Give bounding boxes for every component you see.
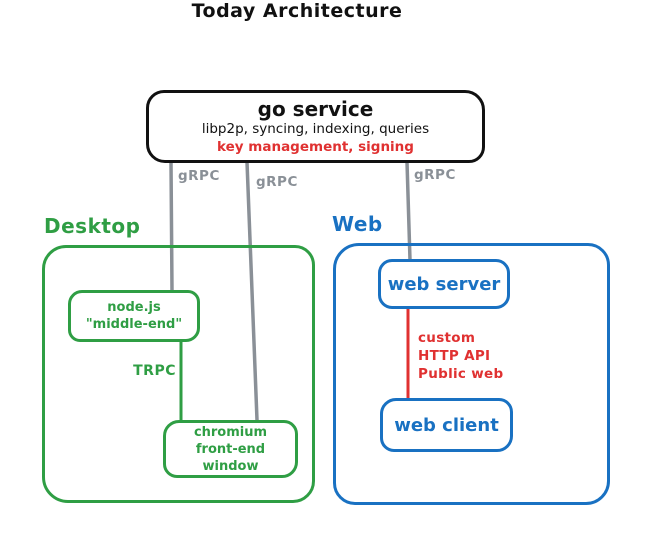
chromium-box-line-1: chromium (193, 424, 268, 440)
web-group-label: Web (332, 212, 383, 236)
desktop-group-label: Desktop (44, 214, 141, 238)
chromium-box-line-2: front-end (195, 441, 266, 457)
chromium-box-line-3: window (202, 458, 259, 474)
trpc-edge-label: TRPC (133, 363, 176, 379)
nodejs-box-line-1: node.js (107, 300, 161, 315)
nodejs-box-line-2: "middle-end" (85, 317, 183, 332)
web-client-label: web client (394, 414, 499, 436)
web-server-box: web server (378, 259, 510, 309)
go-service-highlighted-features: key management, signing (217, 138, 414, 155)
grpc-label-3: gRPC (414, 167, 456, 183)
web-server-label: web server (387, 273, 501, 295)
grpc-label-1: gRPC (178, 168, 220, 184)
grpc-label-2: gRPC (256, 174, 298, 190)
nodejs-middle-end-box: node.js "middle-end" (68, 290, 200, 342)
go-service-box: go service libp2p, syncing, indexing, qu… (146, 90, 485, 163)
http-api-label-3: Public web (418, 366, 504, 382)
desktop-group-box (42, 245, 315, 503)
chromium-front-end-box: chromium front-end window (163, 420, 298, 478)
http-api-edge-labels: custom HTTP API Public web (418, 329, 503, 383)
diagram-title: Today Architecture (191, 0, 403, 22)
http-api-label-2: HTTP API (418, 348, 491, 364)
web-group-box (333, 243, 610, 505)
http-api-label-1: custom (418, 330, 476, 346)
go-service-features: libp2p, syncing, indexing, queries (201, 120, 430, 137)
go-service-title: go service (257, 96, 374, 121)
web-client-box: web client (380, 398, 513, 452)
